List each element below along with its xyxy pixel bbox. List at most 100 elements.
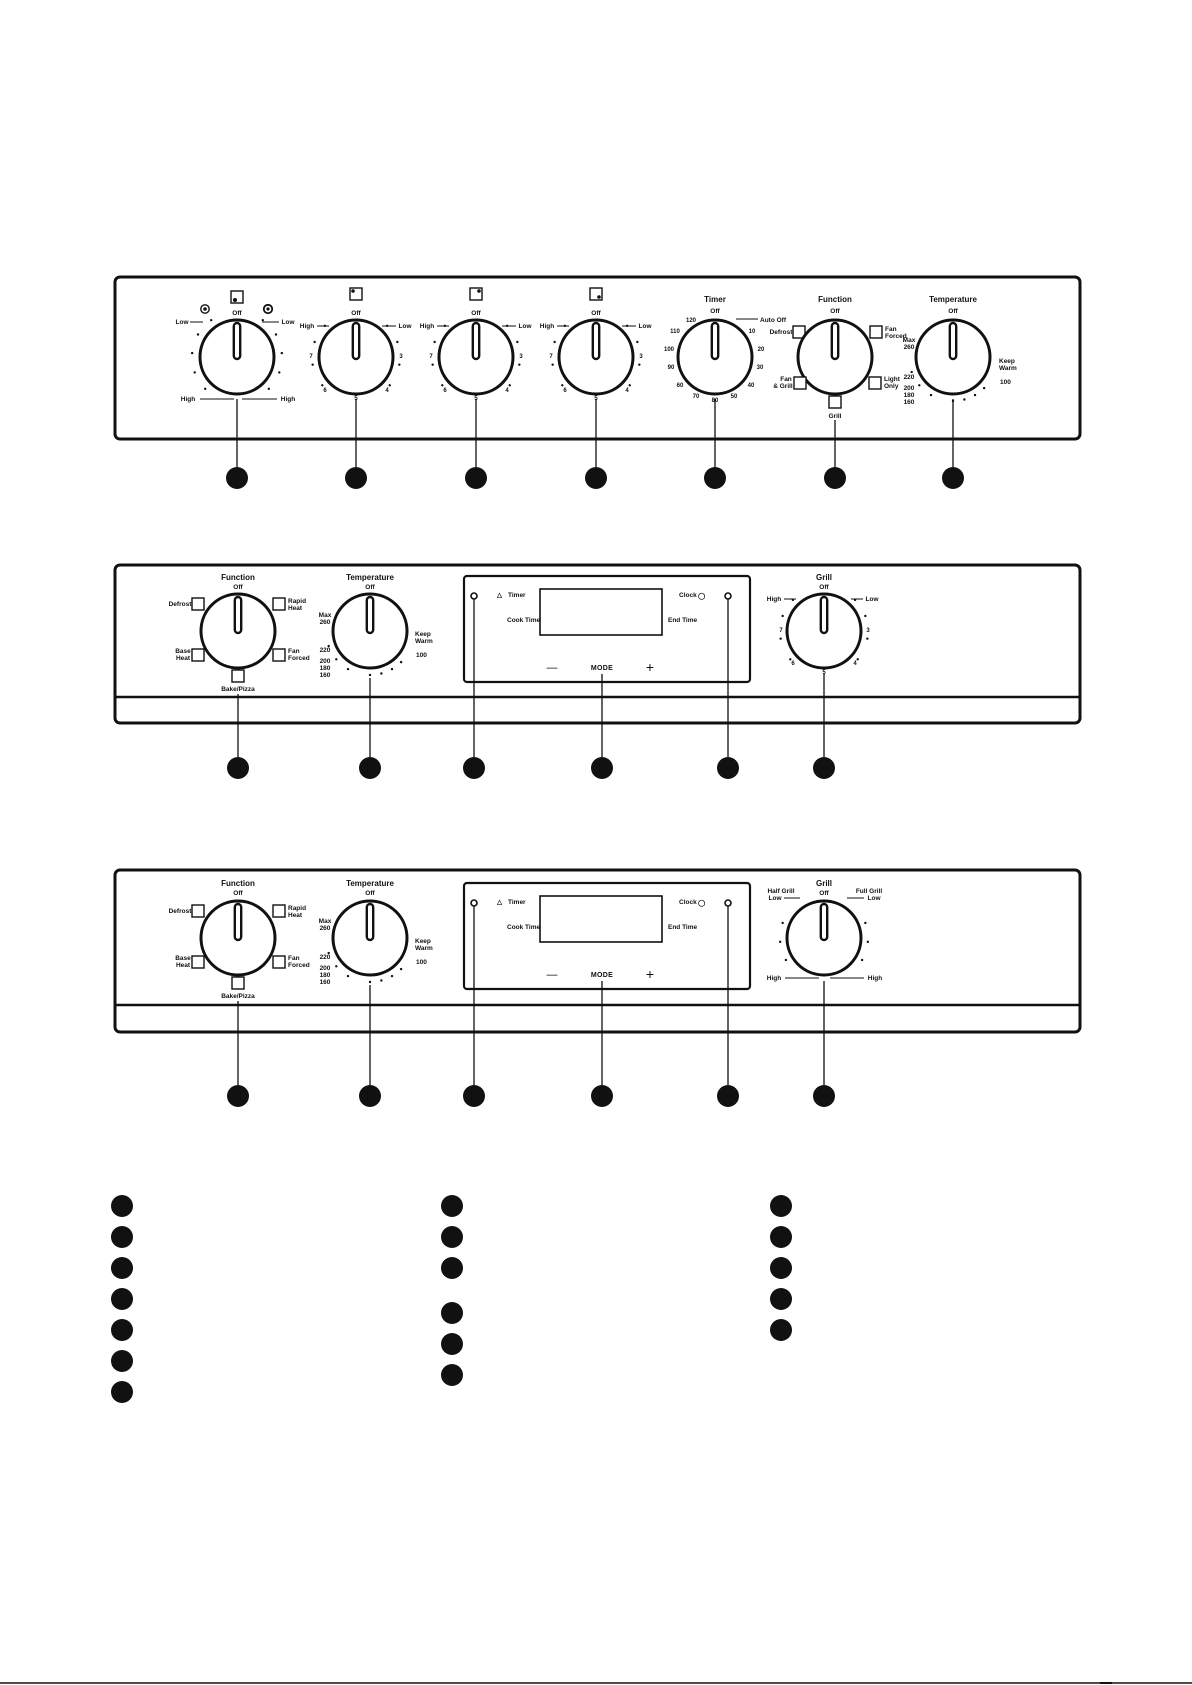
off-label: Off <box>233 584 243 591</box>
dual-zone-icons <box>200 290 274 315</box>
tick-mark <box>327 951 330 955</box>
tick-mark <box>311 363 314 366</box>
grill-knob[interactable]: Grill Off Half Grill Low Full Grill Low … <box>767 879 883 982</box>
mode-button[interactable]: MODE <box>591 972 613 979</box>
light-only-label-1: Light <box>884 376 901 383</box>
callout-marker <box>227 1085 249 1107</box>
tick-mark <box>193 371 196 374</box>
temp-160-label: 160 <box>904 399 915 406</box>
tick-mark <box>561 384 564 387</box>
setting-7-label: 7 <box>549 354 553 360</box>
dual-zone-hotplate-knob[interactable]: Off Low Low High High <box>176 290 296 403</box>
temperature-title: Temperature <box>346 573 394 582</box>
bake-pizza-icon <box>231 976 245 990</box>
tick-mark <box>789 658 792 661</box>
callout-marker <box>591 1085 613 1107</box>
tick-mark <box>781 614 784 618</box>
grill-title: Grill <box>816 879 832 888</box>
light-only-label-2: Only <box>884 383 899 390</box>
tick-mark <box>553 340 556 344</box>
fan-forced-label-2: Forced <box>288 962 310 969</box>
max-label: Max <box>319 612 332 619</box>
minus-button[interactable]: — <box>547 969 558 981</box>
tick-mark <box>864 614 867 618</box>
temp-100-label: 100 <box>416 652 427 659</box>
temp-160-label: 160 <box>320 672 331 679</box>
legend-marker <box>441 1226 463 1248</box>
callout-marker <box>463 1085 485 1107</box>
temp-220-label: 220 <box>904 374 915 381</box>
defrost-label: Defrost <box>770 329 794 336</box>
timer-40-label: 40 <box>748 383 755 389</box>
tick-mark <box>190 351 194 355</box>
rapid-heat-icon <box>272 904 286 918</box>
tick-mark <box>280 351 284 355</box>
off-label: Off <box>819 584 829 591</box>
temp-200-label: 200 <box>904 385 915 392</box>
off-label: Off <box>365 890 375 897</box>
setting-4-label: 4 <box>853 661 857 667</box>
timer-90-label: 90 <box>668 365 675 371</box>
tick-mark <box>399 660 403 664</box>
clock-indicator-light <box>724 899 732 907</box>
off-label: Off <box>232 310 242 317</box>
mode-button[interactable]: MODE <box>591 665 613 672</box>
bake-pizza-icon <box>231 669 245 683</box>
temp-100-label: 100 <box>416 959 427 966</box>
setting-5-label: 5 <box>822 670 826 676</box>
callout-marker <box>226 467 248 489</box>
legend-marker <box>770 1195 792 1217</box>
low-right-label: Low <box>282 319 296 326</box>
low-label: Low <box>519 323 533 330</box>
high-label: High <box>300 323 314 330</box>
clock-icon: ◯ <box>698 899 706 907</box>
defrost-label: Defrost <box>169 601 193 608</box>
rapid-heat-label-1: Rapid <box>288 598 306 605</box>
function-knob[interactable]: Function Off Defrost Fan Forced Fan & Gr… <box>770 295 907 420</box>
function-knob[interactable]: Function Off Defrost Rapid Heat Base Hea… <box>169 879 310 1000</box>
temperature-knob[interactable]: Temperature Off Max 260 220 200 180 160 … <box>319 879 433 986</box>
setting-3-label: 3 <box>639 354 643 360</box>
temperature-knob[interactable]: Temperature Off Max 260 220 200 180 160 … <box>319 573 433 679</box>
clock-icon: ◯ <box>698 592 706 600</box>
high-label: High <box>767 596 781 603</box>
tick-mark <box>346 667 350 671</box>
tick-mark <box>388 384 391 387</box>
rapid-heat-icon <box>272 597 286 611</box>
grill-knob[interactable]: Grill Off High Low 7 3 6 5 4 <box>767 573 880 676</box>
timer-20-label: 20 <box>758 347 765 353</box>
tick-mark <box>443 324 447 328</box>
fan-forced-label-2: Forced <box>288 655 310 662</box>
function-knob[interactable]: Function Off Defrost Rapid Heat Base Hea… <box>169 573 310 693</box>
callout-marker <box>704 467 726 489</box>
temp-200-label: 200 <box>320 965 331 972</box>
minus-button[interactable]: — <box>547 662 558 674</box>
plus-button[interactable]: + <box>646 966 654 982</box>
warm-label: Warm <box>999 365 1017 372</box>
high-right-label: High <box>868 975 882 982</box>
function-title: Function <box>221 879 255 888</box>
tick-mark <box>866 940 870 944</box>
legend-marker <box>770 1319 792 1341</box>
base-heat-label-2: Heat <box>176 962 191 969</box>
temperature-title: Temperature <box>929 295 977 304</box>
legend-marker <box>111 1288 133 1310</box>
hotplate-knob-1[interactable]: Off High Low 7 3 6 5 4 <box>300 287 413 402</box>
off-label: Off <box>365 584 375 591</box>
keep-label: Keep <box>415 938 431 945</box>
warm-label: Warm <box>415 638 433 645</box>
half-grill-label-2: Low <box>769 895 783 902</box>
setting-4-label: 4 <box>385 388 389 394</box>
callout-marker <box>813 757 835 779</box>
timer-10-label: 10 <box>749 329 756 335</box>
tick-mark <box>335 965 338 968</box>
temperature-knob[interactable]: Temperature Off Max 260 220 200 180 160 … <box>903 295 1017 406</box>
plus-button[interactable]: + <box>646 659 654 675</box>
legend-marker <box>441 1257 463 1279</box>
tick-mark <box>368 980 372 984</box>
legend-marker <box>111 1319 133 1341</box>
tick-mark <box>551 363 554 366</box>
fan-grill-icon <box>793 376 807 390</box>
callout-marker <box>345 467 367 489</box>
